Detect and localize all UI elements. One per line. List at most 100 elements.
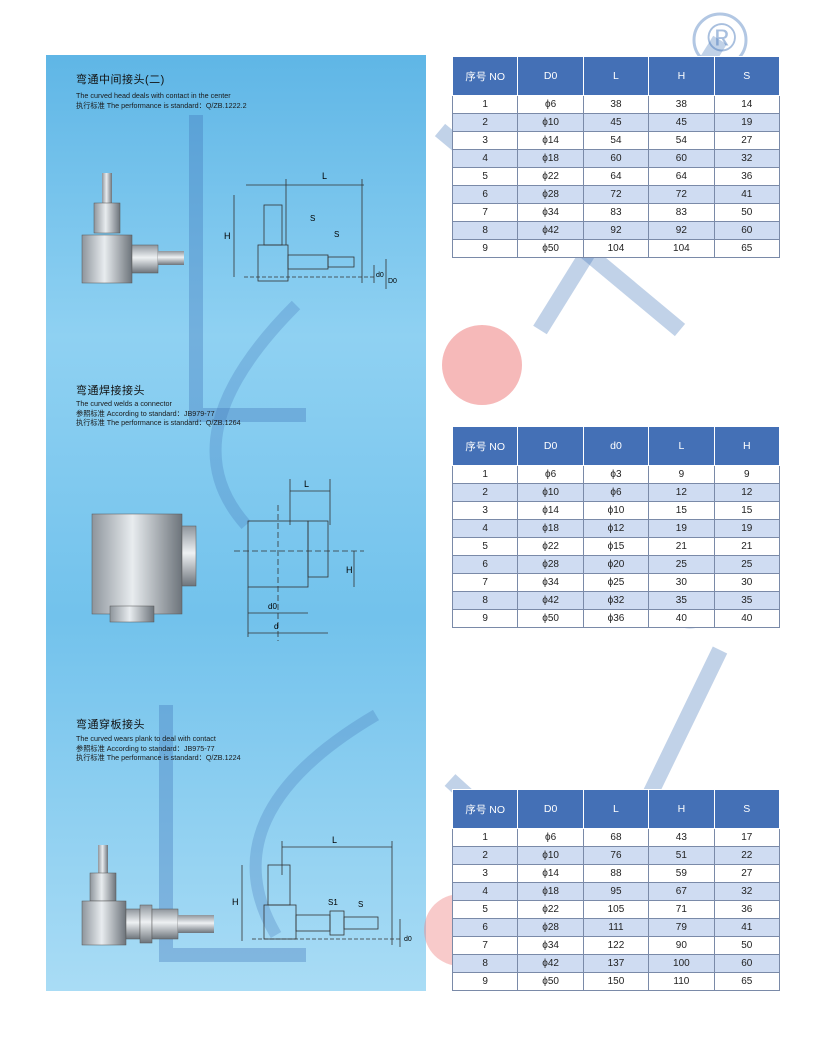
col-d0: D0 (517, 426, 584, 466)
table-cell: 88 (582, 864, 650, 883)
table-cell: 59 (648, 864, 715, 883)
table-cell: ϕ12 (582, 519, 650, 538)
col-no: 序号 NO (451, 56, 519, 96)
section1-label-S2: S (334, 230, 339, 239)
section1-desc-line2: 执行标准 The performance is standard：Q/ZB.12… (76, 100, 247, 110)
table-cell: 50 (713, 936, 781, 955)
col-l: L (582, 789, 650, 829)
table-cell: ϕ10 (517, 483, 584, 502)
table-cell: ϕ10 (582, 501, 650, 520)
table-cell: 8 (451, 221, 519, 240)
table-cell: ϕ3 (582, 465, 650, 484)
table-cell: 8 (451, 954, 519, 973)
table-cell: 3 (451, 864, 519, 883)
table-cell: 22 (713, 846, 781, 865)
table-cell: 4 (451, 882, 519, 901)
table-cell: 110 (648, 972, 715, 991)
table-cell: 45 (648, 113, 715, 132)
table-cell: 30 (713, 573, 781, 592)
col-d0: D0 (517, 56, 584, 96)
table-cell: 60 (713, 954, 781, 973)
table-cell: 122 (582, 936, 650, 955)
table-cell: 3 (451, 501, 519, 520)
table-cell: ϕ20 (582, 555, 650, 574)
table-cell: 27 (713, 131, 781, 150)
table-cell: 43 (648, 828, 715, 847)
section3-desc-line2: 参照标准 According to standard：JB975-77 (76, 743, 215, 753)
section2-label-d: d (274, 622, 278, 631)
section3-label-d0: d0 (404, 936, 412, 943)
table-cell: ϕ50 (517, 239, 584, 258)
table-cell: 7 (451, 936, 519, 955)
table-cell: 19 (713, 113, 781, 132)
col-d0: D0 (517, 789, 584, 829)
table-cell: ϕ6 (517, 95, 584, 114)
section1-desc: The curved head deals with contact in th… (76, 91, 247, 110)
table-cell: 65 (713, 972, 781, 991)
section3-title: 弯通穿板接头 (76, 719, 145, 731)
table-cell: 104 (648, 239, 715, 258)
table-cell: 6 (451, 185, 519, 204)
table-cell: 54 (582, 131, 650, 150)
table-cell: 83 (582, 203, 650, 222)
table-cell: 38 (582, 95, 650, 114)
section3-photo (81, 845, 214, 946)
table-header-row: 序号 NO D0 L H S (451, 56, 781, 96)
table-cell: ϕ10 (517, 113, 584, 132)
table-cell: 9 (713, 465, 781, 484)
table-cell: ϕ25 (582, 573, 650, 592)
table-cell: 150 (582, 972, 650, 991)
table-cell: 90 (648, 936, 715, 955)
table-cell: 1 (451, 828, 519, 847)
table-cell: 79 (648, 918, 715, 937)
table-cell: ϕ22 (517, 167, 584, 186)
section2-photo (91, 513, 197, 623)
table-cell: ϕ28 (517, 185, 584, 204)
table-cell: 137 (582, 954, 650, 973)
table-cell: 36 (713, 167, 781, 186)
col-s: S (713, 789, 781, 829)
section3-desc: The curved wears plank to deal with cont… (76, 734, 241, 763)
table-cell: 65 (713, 239, 781, 258)
table-cell: 83 (648, 203, 715, 222)
section1-drawing: L H S S d0 D0 (224, 171, 397, 289)
table-cell: ϕ42 (517, 954, 584, 973)
registered-mark-1: ® (707, 16, 737, 60)
table-cell: 5 (451, 537, 519, 556)
section1-photo (81, 173, 184, 284)
table-cell: 25 (713, 555, 781, 574)
table-cell: 6 (451, 918, 519, 937)
table-cell: ϕ14 (517, 131, 584, 150)
table-cell: ϕ28 (517, 918, 584, 937)
table-cell: 1 (451, 95, 519, 114)
section2-drawing: L H d0 d (234, 479, 364, 641)
col-l: L (648, 426, 715, 466)
table-cell: ϕ6 (517, 465, 584, 484)
table-cell: 2 (451, 846, 519, 865)
table-cell: 7 (451, 203, 519, 222)
table-cell: 27 (713, 864, 781, 883)
table-cell: 9 (648, 465, 715, 484)
table-cell: ϕ34 (517, 936, 584, 955)
table-cell: 35 (648, 591, 715, 610)
table-cell: 105 (582, 900, 650, 919)
section2-desc-line3: 执行标准 The performance is standard：Q/ZB.12… (76, 418, 241, 427)
table-cell: 2 (451, 483, 519, 502)
